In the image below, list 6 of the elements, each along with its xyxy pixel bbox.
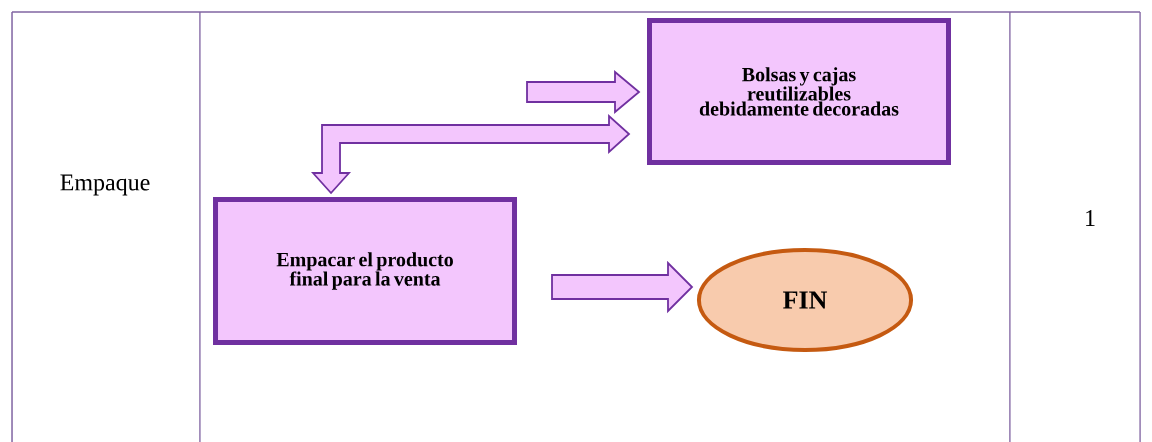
block-arrow — [551, 260, 694, 314]
process-box: Empacar el producto final para la venta — [213, 197, 517, 345]
row-label: 1 — [1086, 210, 1095, 226]
block-arrow — [526, 70, 641, 114]
row-label: Empaque — [60, 174, 150, 196]
process-box: Bolsas y cajas reutilizables debidamente decoradas — [647, 18, 951, 165]
